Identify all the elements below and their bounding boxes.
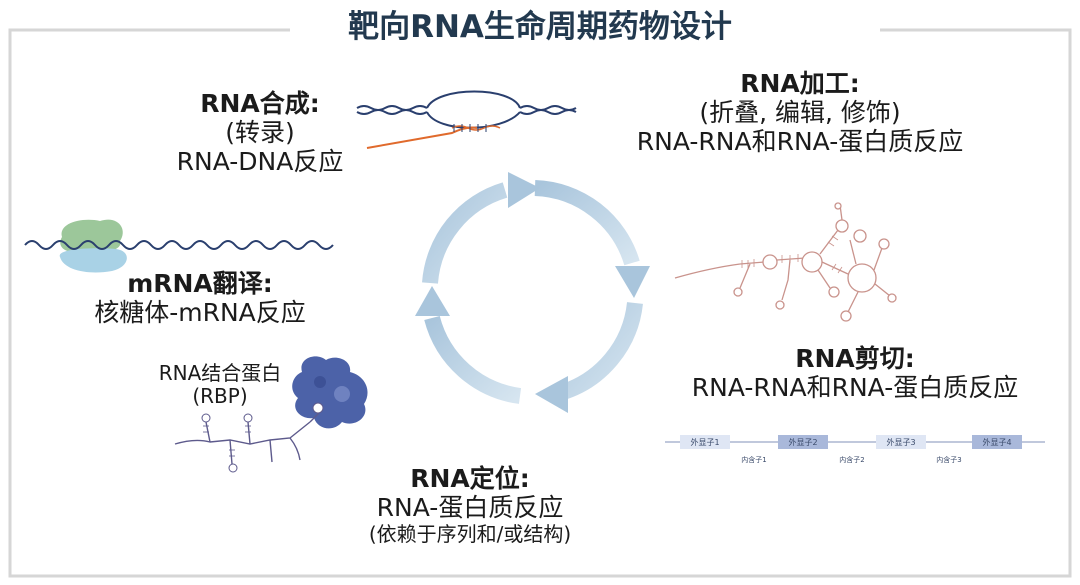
cycle-arc-bottom-left — [424, 315, 522, 404]
exon-2-label: 外显子2 — [788, 437, 817, 447]
rna-secondary-structure-illustration — [674, 202, 897, 322]
stage-processing-line2: RNA-RNA和RNA-蛋白质反应 — [636, 126, 964, 156]
arrowhead-right — [615, 266, 650, 298]
rbp-binding-illustration — [174, 356, 368, 473]
stage-processing: RNA加工: (折叠, 编辑, 修饰) RNA-RNA和RNA-蛋白质反应 — [600, 69, 1000, 156]
ribosome-large-subunit — [60, 219, 123, 253]
transcription-bubble-illustration — [356, 90, 577, 149]
arrowhead-bottom — [535, 376, 568, 413]
intron-3-label: 内含子3 — [936, 455, 961, 464]
stage-synthesis-line2: RNA-DNA反应 — [176, 146, 344, 176]
stage-localization-line1: RNA-蛋白质反应 — [376, 492, 564, 522]
ribosome-mrna-illustration — [24, 219, 334, 273]
diagram-title: 靶向RNA生命周期药物设计 — [348, 9, 732, 45]
stage-synthesis-heading: RNA合成: — [200, 89, 320, 118]
mrna-strand — [24, 240, 334, 250]
stage-splicing-line1: RNA-RNA和RNA-蛋白质反应 — [691, 372, 1019, 402]
stage-localization-heading: RNA定位: — [410, 464, 530, 493]
stage-splicing-heading: RNA剪切: — [795, 344, 915, 373]
stage-rbp-line1: RNA结合蛋白 — [158, 361, 282, 385]
exon-3 — [876, 435, 926, 449]
exon-3-label: 外显子3 — [886, 437, 915, 447]
stage-localization-line2: (依赖于序列和/或结构) — [368, 521, 572, 546]
lifecycle-cycle-arrows — [415, 172, 650, 413]
exon-1-label: 外显子1 — [690, 437, 719, 447]
arrowhead-left — [415, 286, 450, 316]
arrowhead-top — [508, 172, 540, 208]
cycle-arc-top-right — [534, 180, 640, 266]
stage-rbp: RNA结合蛋白 (RBP) — [135, 362, 305, 408]
exon-1 — [680, 435, 730, 449]
stage-translation-heading: mRNA翻译: — [127, 269, 273, 298]
stage-processing-line1: (折叠, 编辑, 修饰) — [699, 97, 901, 127]
stage-rbp-line2: (RBP) — [192, 384, 248, 408]
exon-4-label: 外显子4 — [982, 437, 1011, 447]
gene-structure-illustration: 外显子1 外显子2 外显子3 外显子4 内含子1 内含子2 内含子3 — [665, 435, 1045, 464]
stage-processing-heading: RNA加工: — [740, 69, 860, 98]
stage-translation: mRNA翻译: 核糖体-mRNA反应 — [60, 269, 340, 328]
stage-splicing: RNA剪切: RNA-RNA和RNA-蛋白质反应 — [640, 344, 1070, 403]
exon-2 — [778, 435, 828, 449]
cycle-arc-top-left — [422, 182, 508, 284]
stage-synthesis: RNA合成: (转录) RNA-DNA反应 — [160, 89, 360, 176]
stage-localization: RNA定位: RNA-蛋白质反应 (依赖于序列和/或结构) — [300, 464, 640, 546]
intron-2-label: 内含子2 — [839, 455, 864, 464]
intron-1-label: 内含子1 — [741, 455, 766, 464]
cycle-arc-bottom-right — [557, 301, 643, 401]
rbp-protein — [292, 356, 368, 429]
exon-4 — [972, 435, 1022, 449]
stage-translation-line1: 核糖体-mRNA反应 — [94, 297, 306, 327]
ribosome-small-subunit — [59, 248, 127, 273]
stage-synthesis-line1: (转录) — [225, 117, 295, 147]
